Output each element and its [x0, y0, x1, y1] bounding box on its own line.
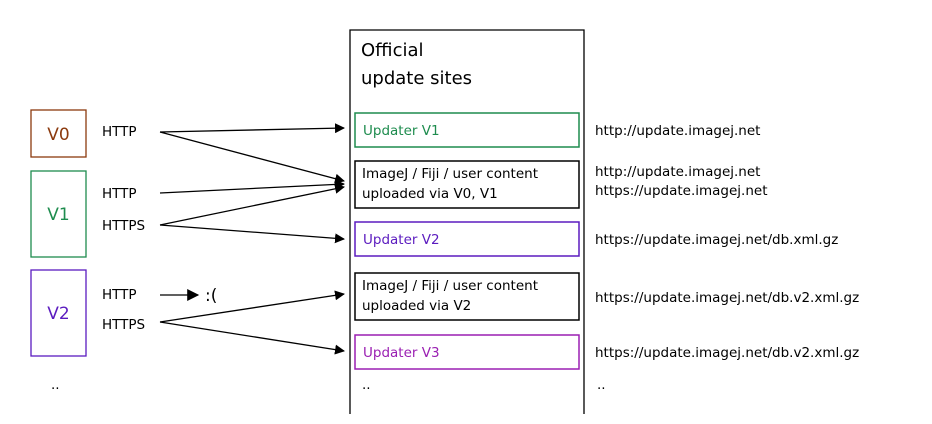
arrow-v1-https-to-content-v0-v1 — [159, 183, 345, 226]
site-content-v2-box — [354, 272, 580, 321]
client-v2-protocol-https: HTTPS — [102, 317, 145, 333]
client-v2-box — [30, 269, 87, 357]
site-content-v0-v1-line-1: ImageJ / Fiji / user content — [362, 166, 538, 182]
panel-title-line-1: Official — [361, 40, 424, 61]
arrow-v0-http-to-content-v0-v1 — [159, 131, 345, 184]
arrow-v0-http-to-updater-v1 — [159, 123, 345, 134]
site-updater-v2-box — [354, 221, 580, 257]
client-v2-label: V2 — [47, 304, 69, 324]
site-updater-v3-box — [354, 334, 580, 370]
site-updater-v1-label: Updater V1 — [363, 123, 440, 139]
url-content-v2: https://update.imagej.net/db.v2.xml.gz — [595, 290, 859, 306]
client-v1-label: V1 — [47, 205, 69, 225]
site-content-v2: ImageJ / Fiji / user content uploaded vi… — [354, 272, 580, 321]
site-updater-v3: Updater V3 — [354, 334, 580, 370]
site-updater-v1-box — [354, 112, 580, 148]
arrow-v1-https-to-updater-v2 — [159, 224, 345, 244]
client-v0: V0 HTTP — [30, 109, 137, 158]
site-content-v2-line-2: uploaded via V2 — [362, 298, 471, 314]
arrow-v2-https-to-updater-v3 — [159, 321, 345, 355]
site-updater-v2: Updater V2 — [354, 221, 580, 257]
client-v2-http-failure: :( — [205, 286, 217, 306]
site-content-v0-v1-line-2: uploaded via V0, V1 — [362, 186, 498, 202]
site-content-v0-v1: ImageJ / Fiji / user content uploaded vi… — [354, 160, 580, 209]
client-v1-box — [30, 170, 87, 258]
client-v0-protocol-http: HTTP — [102, 124, 137, 140]
arrow-v1-http-to-content-v0-v1 — [159, 179, 345, 194]
url-content-v0-v1-https: https://update.imagej.net — [595, 183, 768, 199]
client-v2-protocol-http: HTTP — [102, 287, 137, 303]
url-updater-v2: https://update.imagej.net/db.xml.gz — [595, 232, 838, 248]
site-content-v0-v1-box — [354, 160, 580, 209]
url-updater-v3: https://update.imagej.net/db.v2.xml.gz — [595, 345, 859, 361]
panel-title-line-2: update sites — [361, 68, 472, 89]
sites-more-ellipsis: .. — [362, 377, 371, 393]
url-content-v0-v1-http: http://update.imagej.net — [595, 164, 760, 180]
urls-more-ellipsis: .. — [597, 377, 606, 393]
site-updater-v3-label: Updater V3 — [363, 345, 440, 361]
official-update-sites-panel: Official update sites — [349, 29, 585, 414]
clients-more-ellipsis: .. — [51, 377, 60, 393]
client-v2: V2 HTTP HTTPS :( — [30, 269, 217, 357]
client-v1-protocol-https: HTTPS — [102, 218, 145, 234]
url-column: http://update.imagej.net http://update.i… — [595, 123, 859, 393]
client-v1-protocol-http: HTTP — [102, 186, 137, 202]
connection-arrows — [159, 123, 345, 355]
arrow-v2-https-to-content-v2 — [159, 290, 345, 323]
panel-border — [349, 29, 585, 414]
site-content-v2-line-1: ImageJ / Fiji / user content — [362, 278, 538, 294]
site-updater-v2-label: Updater V2 — [363, 232, 440, 248]
site-updater-v1: Updater V1 — [354, 112, 580, 148]
client-v1: V1 HTTP HTTPS — [30, 170, 145, 258]
url-updater-v1: http://update.imagej.net — [595, 123, 760, 139]
client-v0-box — [30, 109, 87, 158]
client-v0-label: V0 — [47, 125, 69, 145]
